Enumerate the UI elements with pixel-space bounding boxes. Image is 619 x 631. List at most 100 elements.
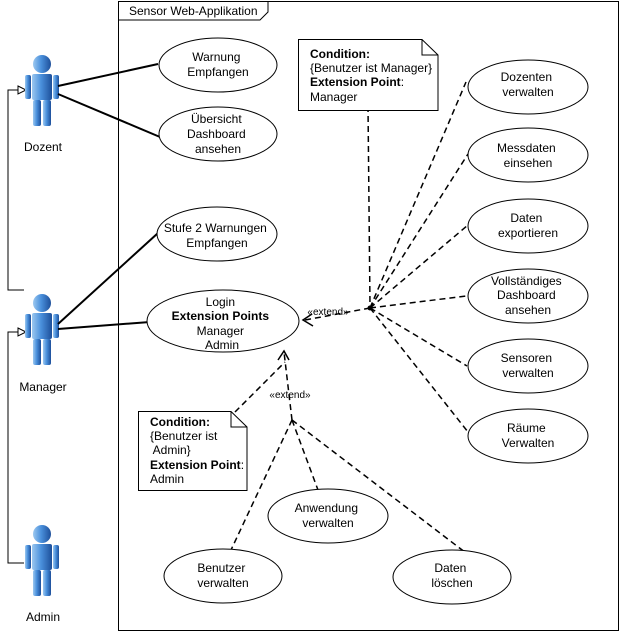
system-title-tab (118, 1, 269, 21)
use-case-messdaten-einsehen[interactable]: Messdaten einsehen (467, 127, 589, 183)
use-case-label: Daten löschen (431, 561, 472, 590)
use-case-line: Daten (510, 211, 542, 225)
use-case-warnung-empfangen[interactable]: Warnung Empfangen (158, 37, 278, 93)
use-case-sensoren-verwalten[interactable]: Sensoren verwalten (467, 338, 589, 394)
extension-point-suffix: : (401, 75, 404, 89)
use-case-line: Admin (205, 338, 239, 352)
assoc-dozent-warnung (57, 63, 159, 87)
generalization-arrowhead (17, 327, 28, 337)
condition-text: {Benutzer ist Manager} (310, 61, 432, 75)
use-case-label: Vollständiges Dashboard ansehen (491, 274, 565, 317)
condition-label: Condition: (150, 415, 210, 429)
use-case-line: Messdaten (497, 141, 556, 155)
use-case-dozenten-verwalten[interactable]: Dozenten verwalten (467, 59, 589, 115)
use-case-line: Dashboard (187, 127, 246, 141)
actor-label: Admin (26, 610, 60, 624)
generalization-manager-dozent (7, 89, 24, 291)
extend-raeume (369, 307, 469, 433)
note-manager-condition: Condition: {Benutzer ist Manager} Extens… (298, 39, 439, 111)
use-case-line: Vollständiges (491, 274, 562, 288)
note-text: Condition: {Benutzer ist Admin} Extensio… (150, 415, 247, 486)
use-case-label: Räume Verwalten (502, 421, 555, 450)
assoc-manager-login (57, 321, 151, 330)
note-link-admin (234, 361, 286, 413)
extend-label-admin: «extend» (269, 390, 311, 401)
actor-label: Dozent (24, 140, 63, 154)
use-case-line: verwalten (502, 85, 553, 99)
actor-icon (25, 294, 59, 365)
use-case-label: Messdaten einsehen (497, 141, 559, 170)
note-admin-condition: Condition: {Benutzer ist Admin} Extensio… (138, 411, 248, 491)
use-case-stufe2-warnungen[interactable]: Stufe 2 Warnungen Empfangen (156, 206, 278, 262)
extension-point-value: Manager (310, 90, 357, 104)
use-case-line: löschen (431, 576, 472, 590)
assoc-manager-stufe2 (57, 232, 159, 325)
actor-icon (25, 525, 59, 596)
condition-label: Condition: (310, 47, 370, 61)
generalization-admin-manager (7, 331, 24, 564)
extend-benutzer (230, 419, 293, 551)
extend-junction-dot (367, 305, 373, 311)
use-case-line: verwalten (502, 366, 553, 380)
extension-point-label: Extension Point (310, 75, 401, 89)
use-case-anwendung-verwalten[interactable]: Anwendung verwalten (267, 488, 389, 544)
use-case-line: Benutzer (197, 561, 245, 575)
use-case-label: Sensoren verwalten (501, 351, 556, 380)
use-case-uebersicht-dashboard[interactable]: Übersicht Dashboard ansehen (158, 106, 278, 162)
system-title: Sensor Web-Applikation (129, 4, 258, 18)
actor-dozent[interactable]: Dozent (24, 55, 63, 154)
extend-exportieren (369, 224, 469, 309)
extend-to-login-manager (304, 307, 371, 321)
use-case-login[interactable]: Login Extension Points Manager Admin (146, 289, 300, 353)
use-case-line: verwalten (302, 516, 353, 530)
use-case-line: Daten (434, 561, 466, 575)
arrowhead-login-manager (301, 313, 314, 327)
use-case-label: Übersicht Dashboard ansehen (187, 112, 249, 156)
use-case-line: verwalten (197, 576, 248, 590)
actor-manager[interactable]: Manager (19, 294, 67, 394)
actor-label: Manager (19, 380, 66, 394)
use-case-label: Benutzer verwalten (197, 561, 248, 590)
use-case-line: Manager (197, 324, 244, 338)
extend-messdaten (369, 153, 469, 309)
use-case-line: Anwendung (295, 501, 358, 515)
use-case-line: Übersicht (191, 112, 242, 126)
use-case-daten-exportieren[interactable]: Daten exportieren (467, 198, 589, 254)
association-lines (57, 63, 161, 330)
extension-point-value: Admin (150, 472, 184, 486)
use-case-label: Login Extension Points Manager Admin (172, 295, 273, 352)
extend-loeschen (291, 419, 471, 557)
extend-sensoren (369, 307, 468, 367)
use-case-vollstaendiges-dashboard[interactable]: Vollständiges Dashboard ansehen (467, 268, 589, 324)
arrowhead-login-admin (277, 349, 290, 361)
extend-vollstaendig (369, 295, 467, 309)
use-case-daten-loeschen[interactable]: Daten löschen (392, 549, 512, 605)
extend-to-login-admin (283, 351, 293, 421)
use-case-benutzer-verwalten[interactable]: Benutzer verwalten (163, 548, 283, 604)
use-case-label: Warnung Empfangen (187, 50, 248, 79)
use-case-label: Anwendung verwalten (295, 501, 362, 530)
use-case-line: Verwalten (502, 436, 555, 450)
note-link-manager (367, 105, 371, 307)
actor-admin[interactable]: Admin (25, 525, 60, 624)
extend-dozenten (369, 81, 467, 309)
extension-point-suffix: : (241, 458, 244, 472)
extend-lines (230, 81, 471, 557)
extend-arrowheads (277, 313, 314, 361)
use-case-line: Stufe 2 Warnungen (164, 221, 267, 235)
note-text: Condition: {Benutzer ist Manager} Extens… (310, 47, 435, 104)
assoc-dozent-uebersicht (57, 93, 161, 138)
use-case-line: Empfangen (186, 236, 247, 250)
use-case-raeume-verwalten[interactable]: Räume Verwalten (467, 408, 589, 464)
extend-anwendung (291, 419, 319, 491)
actor-icon (25, 55, 59, 126)
use-case-line: Empfangen (187, 65, 248, 79)
use-case-line: ansehen (505, 303, 551, 317)
extension-point-label: Extension Point (150, 458, 241, 472)
use-case-line: Warnung (192, 50, 240, 64)
use-case-label: Daten exportieren (498, 211, 558, 240)
condition-text-line2: Admin} (150, 443, 191, 457)
condition-text-line1: {Benutzer ist (150, 429, 218, 443)
extend-label-manager: «extend» (307, 307, 349, 318)
